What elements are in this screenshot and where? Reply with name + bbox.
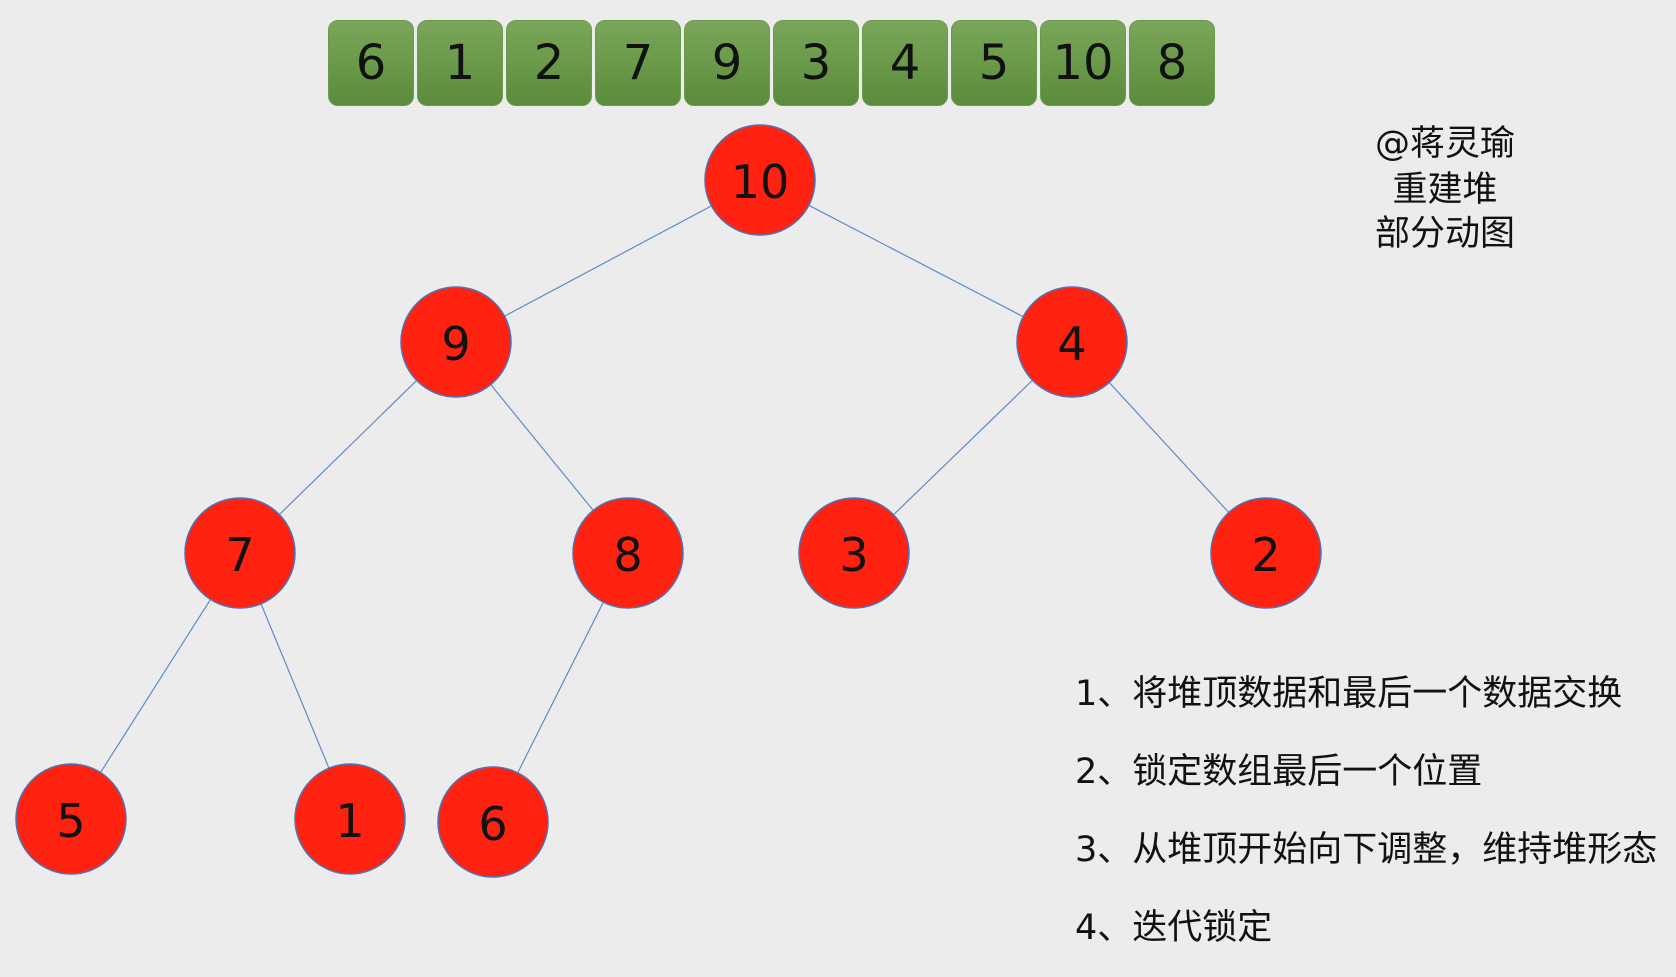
tree-node: 1 — [294, 763, 406, 875]
tree-edge — [1108, 382, 1230, 513]
tree-edge — [504, 205, 712, 317]
diagram-title-line2: 部分动图 — [1374, 214, 1515, 254]
step-list: 1、将堆顶数据和最后一个数据交换 2、锁定数组最后一个位置 3、从堆顶开始向下调… — [1075, 665, 1657, 977]
tree-node: 9 — [400, 286, 512, 398]
array-cell: 1 — [417, 20, 503, 106]
tree-node: 2 — [1210, 497, 1322, 609]
tree-node: 6 — [437, 766, 549, 878]
tree-node-label: 1 — [335, 794, 364, 848]
tree-node: 7 — [184, 497, 296, 609]
tree-edge — [278, 380, 418, 515]
tree-node: 4 — [1016, 286, 1128, 398]
array-cell: 6 — [328, 20, 414, 106]
tree-edge — [99, 599, 212, 773]
array-cell: 9 — [684, 20, 770, 106]
tree-edge — [808, 204, 1024, 318]
step-item: 4、迭代锁定 — [1075, 908, 1273, 948]
tree-node-label: 5 — [56, 794, 85, 848]
tree-node-label: 9 — [441, 317, 470, 371]
tree-node-label: 3 — [839, 528, 868, 582]
array-cell: 4 — [862, 20, 948, 106]
array-cell: 10 — [1040, 20, 1126, 106]
side-notes: @蒋灵瑜 重建堆 部分动图 — [1365, 122, 1525, 256]
tree-node-label: 2 — [1251, 528, 1280, 582]
tree-node-circle — [1016, 286, 1128, 398]
step-item: 3、从堆顶开始向下调整，维持堆形态 — [1075, 830, 1658, 870]
tree-nodes: 10 9 4 7 8 3 2 5 1 6 — [15, 124, 1322, 878]
tree-node-label: 4 — [1057, 317, 1086, 371]
tree-node-circle — [15, 763, 127, 875]
array-strip: 6 1 2 7 9 3 4 5 10 8 — [328, 20, 1218, 106]
diagram-title-line1: 重建堆 — [1392, 170, 1498, 210]
tree-node-circle — [704, 124, 816, 236]
tree-node-circle — [184, 497, 296, 609]
tree-node-circle — [798, 497, 910, 609]
array-cell: 8 — [1129, 20, 1215, 106]
array-cell: 3 — [773, 20, 859, 106]
tree-edges — [99, 204, 1230, 774]
tree-node-label: 8 — [613, 528, 642, 582]
tree-node-circle — [437, 766, 549, 878]
tree-node-circle — [400, 286, 512, 398]
step-item: 2、锁定数组最后一个位置 — [1075, 752, 1483, 792]
tree-node-label: 10 — [731, 155, 790, 209]
tree-edge — [490, 384, 594, 511]
tree-node: 8 — [572, 497, 684, 609]
tree-node: 5 — [15, 763, 127, 875]
tree-node-circle — [1210, 497, 1322, 609]
step-item: 1、将堆顶数据和最后一个数据交换 — [1075, 674, 1623, 714]
tree-edge — [260, 603, 330, 769]
tree-node: 3 — [798, 497, 910, 609]
tree-node: 10 — [704, 124, 816, 236]
tree-edge — [517, 601, 604, 774]
array-cell: 2 — [506, 20, 592, 106]
array-cell: 7 — [595, 20, 681, 106]
array-cell: 5 — [951, 20, 1037, 106]
tree-node-circle — [294, 763, 406, 875]
tree-edge — [893, 379, 1033, 516]
author-label: @蒋灵瑜 — [1374, 124, 1515, 164]
tree-node-label: 7 — [225, 528, 254, 582]
tree-node-circle — [572, 497, 684, 609]
tree-node-label: 6 — [478, 797, 507, 851]
